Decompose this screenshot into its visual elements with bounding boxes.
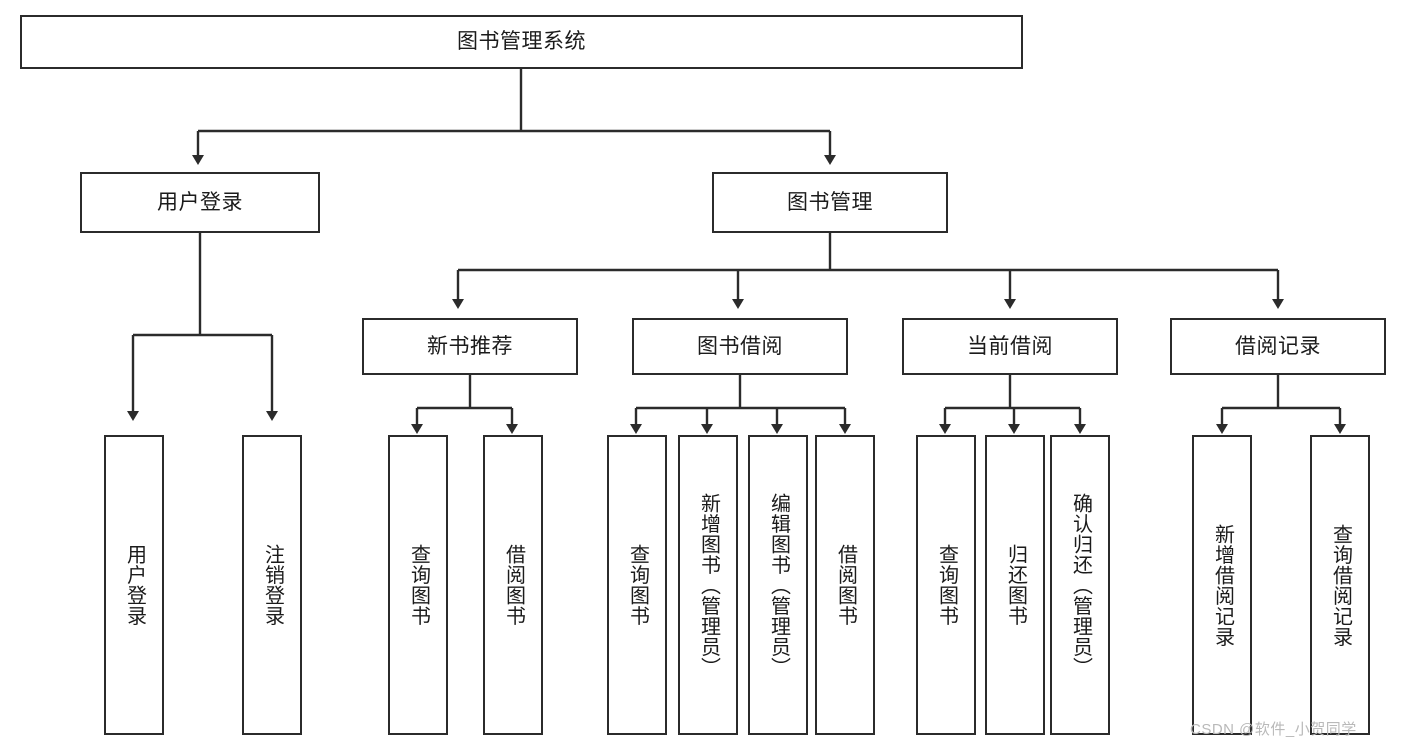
leaf-current-return-book[interactable]: 归还图书 [985,435,1045,735]
leaf-borrow-add-book-admin-label: 新增图书（管理员） [697,492,720,678]
node-borrow-record-label: 借阅记录 [1235,334,1321,358]
leaf-current-query-book-label: 查询图书 [935,544,958,626]
leaf-current-return-book-label: 归还图书 [1004,544,1027,626]
leaf-user-logout-label: 注销登录 [261,544,284,626]
node-book-management-label: 图书管理 [787,190,873,214]
leaf-current-confirm-return-admin-label: 确认归还（管理员） [1069,492,1092,678]
node-new-book-recommend-label: 新书推荐 [427,334,513,358]
node-book-borrow[interactable]: 图书借阅 [632,318,848,375]
leaf-borrow-query-book-label: 查询图书 [626,544,649,626]
watermark-text: CSDN @软件_小贺同学 [1190,721,1357,738]
leaf-record-add-borrow-record[interactable]: 新增借阅记录 [1192,435,1252,735]
leaf-borrow-add-book-admin[interactable]: 新增图书（管理员） [678,435,738,735]
node-current-borrow-label: 当前借阅 [967,334,1053,358]
leaf-borrow-edit-book-admin-label: 编辑图书（管理员） [767,492,790,678]
leaf-user-login-label: 用户登录 [123,544,146,626]
leaf-record-query-borrow-record[interactable]: 查询借阅记录 [1310,435,1370,735]
leaf-borrow-query-book[interactable]: 查询图书 [607,435,667,735]
leaf-current-confirm-return-admin[interactable]: 确认归还（管理员） [1050,435,1110,735]
leaf-recommend-borrow-book[interactable]: 借阅图书 [483,435,543,735]
node-book-borrow-label: 图书借阅 [697,334,783,358]
leaf-recommend-borrow-book-label: 借阅图书 [502,544,525,626]
node-borrow-record[interactable]: 借阅记录 [1170,318,1386,375]
leaf-user-login[interactable]: 用户登录 [104,435,164,735]
node-user-login-label: 用户登录 [157,190,243,214]
leaf-recommend-query-book-label: 查询图书 [407,544,430,626]
node-root-label: 图书管理系统 [457,30,586,54]
node-root-book-management-system[interactable]: 图书管理系统 [20,15,1023,69]
leaf-record-add-borrow-record-label: 新增借阅记录 [1211,523,1234,647]
leaf-user-logout[interactable]: 注销登录 [242,435,302,735]
node-current-borrow[interactable]: 当前借阅 [902,318,1118,375]
node-new-book-recommend[interactable]: 新书推荐 [362,318,578,375]
leaf-borrow-borrow-book-label: 借阅图书 [834,544,857,626]
leaf-borrow-edit-book-admin[interactable]: 编辑图书（管理员） [748,435,808,735]
leaf-borrow-borrow-book[interactable]: 借阅图书 [815,435,875,735]
leaf-current-query-book[interactable]: 查询图书 [916,435,976,735]
leaf-record-query-borrow-record-label: 查询借阅记录 [1329,523,1352,647]
node-book-management[interactable]: 图书管理 [712,172,948,233]
leaf-recommend-query-book[interactable]: 查询图书 [388,435,448,735]
node-user-login[interactable]: 用户登录 [80,172,320,233]
